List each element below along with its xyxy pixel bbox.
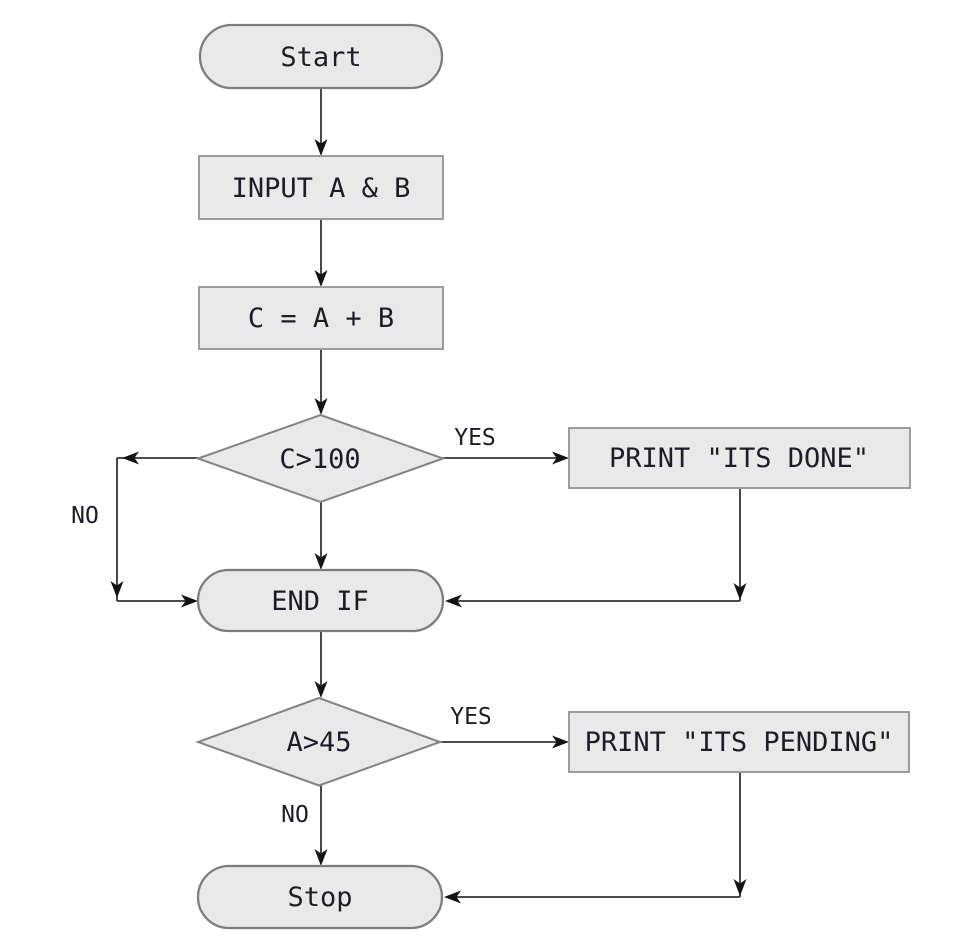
arrowhead-left bbox=[122, 451, 139, 465]
arrowhead-left bbox=[445, 594, 462, 608]
node-start-label: Start bbox=[280, 42, 361, 73]
node-decision-a-gt-45: A>45 bbox=[195, 696, 443, 787]
edge-labels: YES NO YES NO bbox=[71, 425, 496, 828]
edge-decision1-yes bbox=[443, 451, 569, 465]
node-decision-c-gt-100: C>100 bbox=[195, 413, 446, 504]
decision-shape bbox=[195, 696, 443, 787]
node-stop-label: Stop bbox=[287, 882, 352, 913]
node-printdone-label: PRINT "ITS DONE" bbox=[609, 443, 869, 474]
arrowhead bbox=[314, 681, 328, 698]
arrowhead-right bbox=[181, 594, 198, 608]
process-shape bbox=[568, 427, 911, 489]
node-print-its-pending: PRINT "ITS PENDING" bbox=[568, 711, 910, 773]
arrowhead-left bbox=[444, 890, 461, 904]
edge-decision2-no-to-stop bbox=[314, 785, 328, 866]
arrowhead bbox=[314, 849, 328, 866]
arrowhead bbox=[314, 270, 328, 287]
edge-label-yes2: YES bbox=[450, 704, 492, 730]
terminator-shape bbox=[198, 23, 444, 90]
edge-decision2-yes bbox=[440, 735, 569, 749]
process-shape bbox=[198, 286, 444, 350]
connectors bbox=[110, 88, 747, 904]
node-c-equals-a-plus-b: C = A + B bbox=[198, 286, 444, 350]
node-start: Start bbox=[198, 23, 444, 90]
node-input-a-b: INPUT A & B bbox=[198, 155, 444, 220]
edge-printdone-to-endif bbox=[445, 488, 747, 608]
node-printpending-label: PRINT "ITS PENDING" bbox=[585, 727, 894, 758]
decision-shape bbox=[195, 413, 446, 504]
arrowhead bbox=[314, 553, 328, 570]
arrowhead bbox=[552, 451, 569, 465]
process-shape bbox=[568, 711, 910, 773]
edge-input-to-assign bbox=[314, 219, 328, 287]
edge-decision1-no-loop bbox=[110, 451, 198, 608]
node-end-if: END IF bbox=[196, 568, 445, 633]
node-assign-label: C = A + B bbox=[248, 303, 394, 334]
edge-printpending-to-stop bbox=[444, 772, 747, 904]
edge-label-yes1: YES bbox=[454, 425, 496, 451]
node-decision1-label: C>100 bbox=[279, 444, 360, 475]
arrowhead-down bbox=[110, 581, 124, 598]
edge-endif-to-decision2 bbox=[314, 631, 328, 698]
arrowhead-down bbox=[733, 583, 747, 600]
edge-label-no1: NO bbox=[71, 503, 99, 529]
nodes: Start INPUT A & B C = A + B C>100 PRINT … bbox=[195, 23, 911, 930]
edge-start-to-input bbox=[314, 88, 328, 156]
edge-label-no2: NO bbox=[281, 802, 309, 828]
terminator-shape bbox=[196, 864, 444, 930]
node-endif-label: END IF bbox=[271, 586, 369, 617]
arrowhead-down bbox=[733, 879, 747, 896]
node-stop: Stop bbox=[196, 864, 444, 930]
edge-assign-to-decision1 bbox=[314, 349, 328, 415]
node-decision2-label: A>45 bbox=[286, 727, 351, 758]
node-print-its-done: PRINT "ITS DONE" bbox=[568, 427, 911, 489]
edge-decision1-to-endif bbox=[314, 502, 328, 570]
process-shape bbox=[198, 155, 444, 220]
arrowhead bbox=[314, 398, 328, 415]
node-input-label: INPUT A & B bbox=[232, 173, 411, 204]
arrowhead bbox=[552, 735, 569, 749]
arrowhead bbox=[314, 139, 328, 156]
terminator-shape bbox=[196, 568, 445, 633]
